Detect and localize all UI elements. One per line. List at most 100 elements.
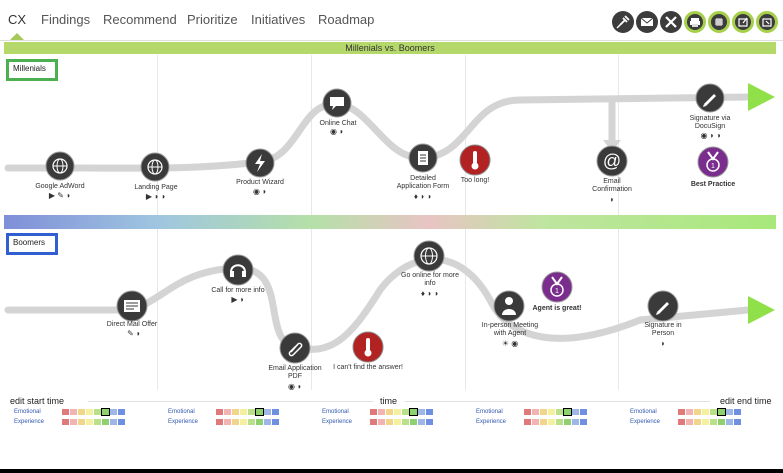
- meter-cell[interactable]: [564, 419, 571, 425]
- meter-cell[interactable]: [232, 409, 239, 415]
- meter-cell[interactable]: [62, 419, 69, 425]
- meter-cell[interactable]: [556, 419, 563, 425]
- pin-icon[interactable]: [612, 11, 634, 33]
- print-icon[interactable]: [684, 11, 706, 33]
- meter-cell[interactable]: [402, 419, 409, 425]
- meter-cell[interactable]: [370, 409, 377, 415]
- meter-cell[interactable]: [86, 419, 93, 425]
- meter-cell[interactable]: [86, 409, 93, 415]
- meter-cell[interactable]: [255, 408, 264, 416]
- meter-cell[interactable]: [426, 419, 433, 425]
- meter-cell[interactable]: [580, 409, 587, 415]
- chat-icon[interactable]: [322, 88, 352, 118]
- pen-icon[interactable]: [647, 290, 679, 322]
- meter-cell[interactable]: [370, 419, 377, 425]
- meter-cell[interactable]: [524, 419, 531, 425]
- tab-prioritize[interactable]: Prioritize: [187, 12, 238, 27]
- meter-cell[interactable]: [394, 419, 401, 425]
- meter-cell[interactable]: [540, 409, 547, 415]
- globe-icon[interactable]: [140, 152, 170, 182]
- meter-cell[interactable]: [232, 419, 239, 425]
- globe-icon[interactable]: [413, 240, 445, 272]
- meter-cell[interactable]: [563, 408, 572, 416]
- meter-cell[interactable]: [102, 419, 109, 425]
- meter-cell[interactable]: [710, 409, 717, 415]
- tab-recommend[interactable]: Recommend: [103, 12, 177, 27]
- experience-meter[interactable]: [62, 419, 126, 425]
- meter-cell[interactable]: [710, 419, 717, 425]
- meter-cell[interactable]: [264, 419, 271, 425]
- emotional-meter[interactable]: [678, 408, 742, 416]
- tab-initiatives[interactable]: Initiatives: [251, 12, 306, 27]
- meter-cell[interactable]: [580, 419, 587, 425]
- meter-cell[interactable]: [264, 409, 271, 415]
- experience-meter[interactable]: [678, 419, 742, 425]
- meter-cell[interactable]: [717, 408, 726, 416]
- meter-cell[interactable]: [101, 408, 110, 416]
- meter-cell[interactable]: [386, 419, 393, 425]
- meter-cell[interactable]: [734, 409, 741, 415]
- experience-meter[interactable]: [370, 419, 434, 425]
- meter-cell[interactable]: [224, 419, 231, 425]
- meter-cell[interactable]: [702, 409, 709, 415]
- meter-cell[interactable]: [524, 409, 531, 415]
- meter-cell[interactable]: [94, 419, 101, 425]
- tools-icon[interactable]: [660, 11, 682, 33]
- paperclip-icon[interactable]: [279, 332, 311, 364]
- meter-cell[interactable]: [548, 409, 555, 415]
- meter-cell[interactable]: [240, 419, 247, 425]
- meter-cell[interactable]: [240, 409, 247, 415]
- tab-cx[interactable]: CX: [8, 12, 27, 27]
- medal-icon[interactable]: 1: [541, 271, 573, 303]
- meter-cell[interactable]: [418, 409, 425, 415]
- meter-cell[interactable]: [272, 419, 279, 425]
- medal-icon[interactable]: 1: [697, 146, 729, 178]
- meter-cell[interactable]: [540, 419, 547, 425]
- meter-cell[interactable]: [256, 419, 263, 425]
- meter-cell[interactable]: [532, 419, 539, 425]
- meter-cell[interactable]: [556, 409, 563, 415]
- pen-icon[interactable]: [695, 83, 725, 113]
- globe-icon[interactable]: [45, 151, 75, 181]
- meter-cell[interactable]: [426, 409, 433, 415]
- emotional-meter[interactable]: [524, 408, 588, 416]
- meter-cell[interactable]: [110, 409, 117, 415]
- thermometer-icon[interactable]: [459, 144, 491, 176]
- meter-cell[interactable]: [686, 409, 693, 415]
- meter-cell[interactable]: [572, 419, 579, 425]
- lightning-icon[interactable]: [245, 148, 275, 178]
- clipboard-icon[interactable]: [408, 143, 438, 173]
- meter-cell[interactable]: [216, 409, 223, 415]
- meter-cell[interactable]: [248, 419, 255, 425]
- edit-start-time-link[interactable]: edit start time: [10, 396, 65, 406]
- meter-cell[interactable]: [394, 409, 401, 415]
- envelope-icon[interactable]: [636, 11, 658, 33]
- meter-cell[interactable]: [678, 409, 685, 415]
- experience-meter[interactable]: [216, 419, 280, 425]
- meter-cell[interactable]: [726, 409, 733, 415]
- grid-icon[interactable]: [708, 11, 730, 33]
- import-icon[interactable]: [756, 11, 778, 33]
- meter-cell[interactable]: [224, 409, 231, 415]
- meter-cell[interactable]: [70, 419, 77, 425]
- lane-label-millenials[interactable]: Millenials: [6, 59, 58, 81]
- meter-cell[interactable]: [118, 419, 125, 425]
- experience-meter[interactable]: [524, 419, 588, 425]
- emotional-meter[interactable]: [62, 408, 126, 416]
- meter-cell[interactable]: [248, 409, 255, 415]
- headphones-icon[interactable]: [222, 254, 254, 286]
- thermometer-icon[interactable]: [352, 331, 384, 363]
- at-icon[interactable]: @: [596, 145, 628, 177]
- meter-cell[interactable]: [78, 419, 85, 425]
- meter-cell[interactable]: [94, 409, 101, 415]
- meter-cell[interactable]: [678, 419, 685, 425]
- meter-cell[interactable]: [378, 419, 385, 425]
- meter-cell[interactable]: [272, 409, 279, 415]
- meter-cell[interactable]: [410, 419, 417, 425]
- tab-roadmap[interactable]: Roadmap: [318, 12, 375, 27]
- meter-cell[interactable]: [686, 419, 693, 425]
- export-icon[interactable]: [732, 11, 754, 33]
- emotional-meter[interactable]: [370, 408, 434, 416]
- meter-cell[interactable]: [70, 409, 77, 415]
- meter-cell[interactable]: [386, 409, 393, 415]
